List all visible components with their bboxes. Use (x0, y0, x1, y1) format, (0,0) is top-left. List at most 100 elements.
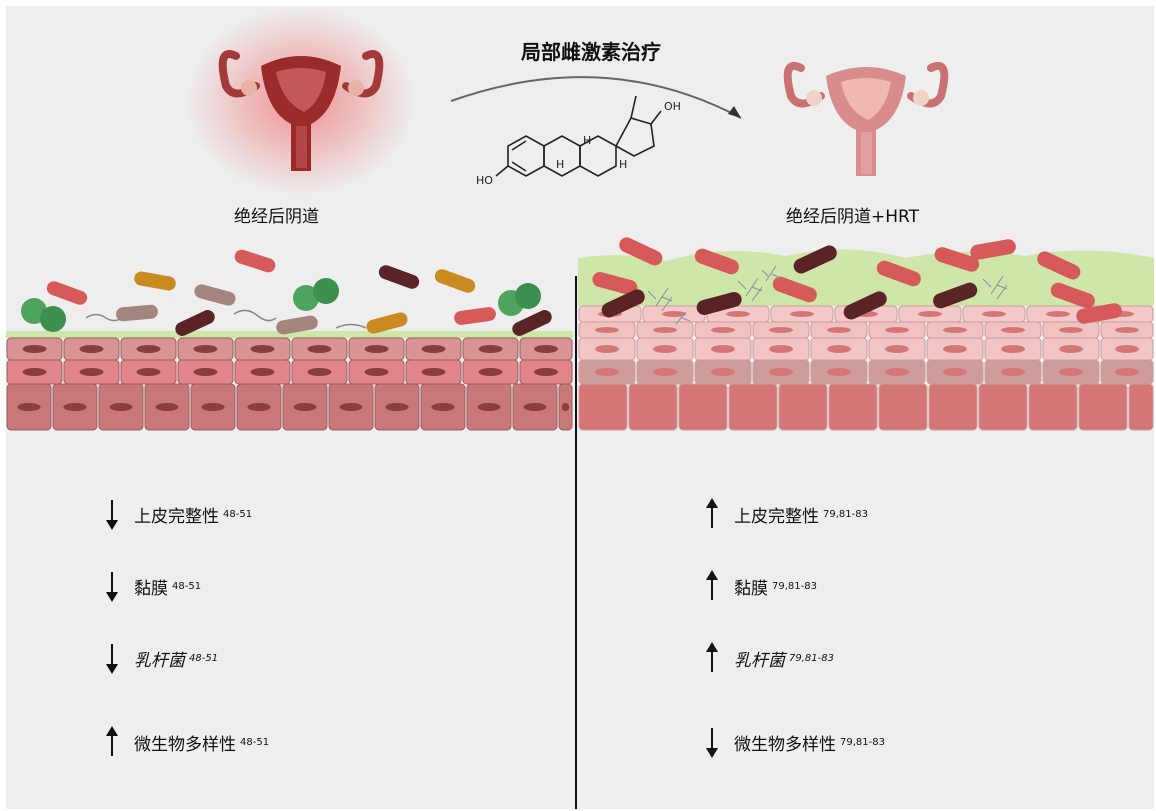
effect-label: 上皮完整性 (134, 502, 219, 527)
cell-nucleus (365, 368, 389, 376)
cell-nucleus (80, 368, 104, 376)
cell-nucleus (827, 345, 851, 353)
cell-nucleus (202, 403, 225, 411)
cell-nucleus (1001, 327, 1025, 333)
cell-nucleus (137, 345, 161, 353)
effect-row: 上皮完整性79,81-83 (700, 494, 1020, 534)
illustration: OH HO H H H (6, 6, 1154, 809)
cell-nucleus (194, 345, 218, 353)
cell-nucleus (595, 345, 619, 353)
rod-icon (45, 279, 89, 307)
molecule-h1-label: H (583, 134, 591, 147)
cell-nucleus (479, 345, 503, 353)
effect-reference: 79,81-83 (789, 653, 834, 664)
cell-nucleus (595, 327, 619, 333)
cell-nucleus (194, 368, 218, 376)
cocci-icon (293, 278, 339, 311)
cell-nucleus (691, 403, 715, 411)
treatment-arrow (451, 77, 741, 118)
cell-nucleus (769, 345, 793, 353)
cell-nucleus (1059, 327, 1083, 333)
rod-icon (433, 267, 477, 295)
cell-nucleus (1059, 368, 1083, 376)
cell-nucleus (251, 368, 275, 376)
cell-nucleus (1001, 368, 1025, 376)
cell-nucleus (1135, 403, 1148, 411)
effect-label: 微生物多样性 (734, 730, 836, 755)
molecule-h3-label: H (619, 158, 627, 171)
effect-label: 微生物多样性 (134, 730, 236, 755)
cell-nucleus (741, 403, 765, 411)
cell-nucleus (422, 345, 446, 353)
cell-nucleus (641, 403, 665, 411)
cell-nucleus (294, 403, 317, 411)
cell-nucleus (791, 403, 815, 411)
cell-nucleus (80, 345, 104, 353)
effect-row: 乳杆菌48-51 (100, 638, 420, 678)
cocci-icon (498, 283, 541, 316)
cell-nucleus (1059, 345, 1083, 353)
cell-nucleus (562, 403, 570, 411)
arrow-up-icon (700, 638, 724, 678)
effect-reference: 48-51 (189, 653, 218, 664)
effect-row: 微生物多样性 48-51 (100, 722, 420, 762)
cell-nucleus (591, 403, 615, 411)
arrow-up-icon (700, 566, 724, 606)
cell-nucleus (711, 345, 735, 353)
right-panel-label: 绝经后阴道+HRT (786, 202, 919, 227)
cell-nucleus (340, 403, 363, 411)
arrow-up-icon (100, 722, 124, 762)
estradiol-molecule-icon (496, 96, 661, 176)
effect-row: 上皮完整性 48-51 (100, 494, 420, 534)
cocci-icon (21, 298, 66, 332)
molecule-ho-label: HO (476, 174, 493, 187)
effect-reference: 48-51 (240, 737, 269, 748)
cell-nucleus (251, 345, 275, 353)
cell-nucleus (827, 368, 851, 376)
molecule-oh-label: OH (664, 100, 681, 113)
arrow-down-icon (100, 494, 124, 534)
uterus-healthy-icon (788, 66, 945, 176)
cell-nucleus (943, 327, 967, 333)
rod-icon (115, 304, 158, 322)
cell-nucleus (1046, 311, 1070, 317)
effect-label: 黏膜 (134, 574, 168, 599)
effect-label: 黏膜 (734, 574, 768, 599)
cell-nucleus (23, 345, 47, 353)
cell-nucleus (432, 403, 455, 411)
cell-nucleus (726, 311, 750, 317)
cell-nucleus (1091, 403, 1115, 411)
cell-nucleus (841, 403, 865, 411)
cell-nucleus (943, 345, 967, 353)
cell-nucleus (885, 345, 909, 353)
cell-nucleus (1001, 345, 1025, 353)
left-panel-label: 绝经后阴道 (234, 202, 319, 227)
effect-reference: 79,81-83 (840, 737, 885, 748)
cell-nucleus (308, 368, 332, 376)
cell-nucleus (18, 403, 41, 411)
arrow-down-icon (100, 566, 124, 606)
cell-nucleus (769, 327, 793, 333)
effect-reference: 48-51 (223, 509, 252, 520)
figure-canvas: OH HO H H H (6, 6, 1154, 809)
cell-nucleus (918, 311, 942, 317)
rod-icon (453, 306, 497, 326)
cell-nucleus (653, 368, 677, 376)
cell-nucleus (422, 368, 446, 376)
cell-nucleus (769, 368, 793, 376)
microbes-left (21, 248, 554, 338)
effect-reference: 48-51 (172, 581, 201, 592)
cell-nucleus (534, 345, 558, 353)
cell-nucleus (711, 327, 735, 333)
cell-nucleus (653, 345, 677, 353)
cell-nucleus (64, 403, 87, 411)
effect-reference: 79,81-83 (772, 581, 817, 592)
tissue-inflamed (6, 331, 573, 430)
cell-nucleus (827, 327, 851, 333)
effect-row: 微生物多样性 79,81-83 (700, 722, 1020, 762)
cell-nucleus (595, 368, 619, 376)
arrow-up-icon (700, 494, 724, 534)
effect-row: 黏膜 79,81-83 (700, 566, 1020, 606)
cell-nucleus (891, 403, 915, 411)
rod-icon (193, 283, 237, 307)
